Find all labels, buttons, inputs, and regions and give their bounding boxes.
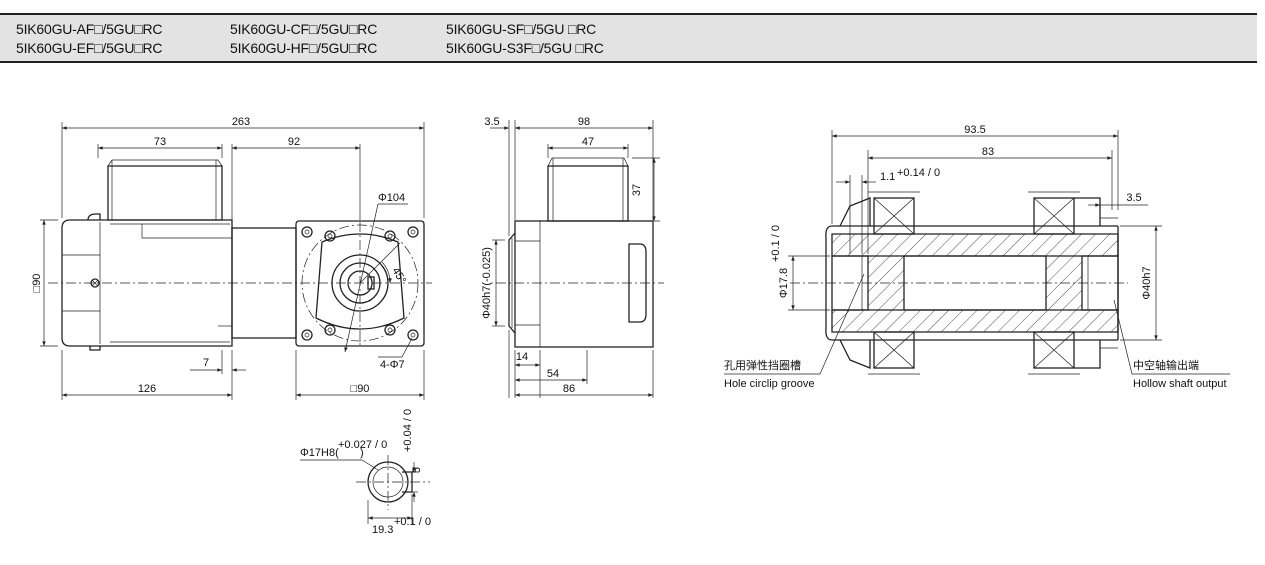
- label-mounting-holes: 4-Φ7: [380, 359, 405, 371]
- dim-shaft-inner: 83: [982, 146, 994, 158]
- ground-screw: [90, 278, 100, 288]
- dim-shaft-fit: Φ40h7(-0.025): [481, 247, 493, 319]
- dim-pilot: 14: [516, 351, 528, 363]
- circlip-label-cn: 孔用弹性挡圈槽: [724, 360, 801, 372]
- gearhead-flange: [295, 220, 425, 347]
- model-header: [0, 13, 1257, 63]
- bolt-holes: [301, 226, 419, 341]
- label-pcd: Φ104: [378, 192, 405, 204]
- keyway-depth: 19.3: [372, 524, 393, 536]
- dim-end-box: 47: [582, 136, 594, 148]
- dim-groove-tol: +0.14 / 0: [897, 167, 940, 179]
- motor-body: [61, 219, 233, 347]
- end-body: [514, 220, 654, 348]
- dim-outer: Φ40h7: [1141, 266, 1153, 299]
- model-name: 5IK60GU-AF□/5GU□RC: [16, 21, 163, 37]
- dim-end-overall: 98: [578, 116, 590, 128]
- dim-shaft-overall: 93.5: [964, 124, 985, 136]
- dim-end-gap: 3.5: [484, 116, 499, 128]
- model-name: 5IK60GU-EF□/5GU□RC: [16, 40, 163, 56]
- end-view: 3.5 98 47 37 Φ40h7(-0.025) 14 54 86: [481, 116, 664, 398]
- shaft-stub: [508, 232, 516, 334]
- dim-square: □90: [31, 274, 43, 293]
- shaft-detail: 93.5 83 1.1 +0.14 / 0 3.5 Φ17.8 +0.1 / 0…: [724, 124, 1230, 375]
- dim-end-mid: 54: [547, 368, 559, 380]
- dim-end-body: 86: [563, 383, 575, 395]
- keyway-width: 5: [411, 467, 423, 473]
- dim-end-box-height: 37: [631, 184, 643, 196]
- keyway-depth-tol: +0.1 / 0: [394, 516, 431, 528]
- side-view: 263 73 92 □90 126 7 □90 Φ104 45° 4-Φ7: [31, 116, 432, 400]
- dim-flange-gap: 7: [203, 357, 209, 369]
- hollow-shaft-label-cn: 中空轴输出端: [1133, 360, 1199, 372]
- dim-bore-tol: +0.1 / 0: [770, 225, 782, 262]
- gearhead-face: [315, 233, 405, 330]
- dim-terminal-box: 73: [154, 136, 166, 148]
- dim-groove-width: 1.1: [880, 171, 895, 183]
- dim-bore: Φ17.8: [778, 268, 790, 298]
- terminal-box: [107, 165, 223, 221]
- keyway-bore-tol: +0.027 / 0: [338, 439, 387, 451]
- keyway-width-tol: +0.04 / 0: [402, 409, 414, 452]
- model-name: 5IK60GU-CF□/5GU□RC: [230, 21, 378, 37]
- model-name: 5IK60GU-SF□/5GU □RC: [446, 21, 597, 37]
- keyway-detail: Φ17H8( +0.027 / 0 ) 5 +0.04 / 0 19.3 +0.…: [300, 409, 431, 536]
- keyway-bore-end: ): [360, 447, 364, 459]
- model-name: 5IK60GU-S3F□/5GU □RC: [446, 40, 604, 56]
- bearings: [868, 191, 1080, 375]
- dim-shaft-end: 3.5: [1126, 192, 1141, 204]
- keyway-bore: [367, 461, 409, 503]
- dim-gearhead: 92: [288, 136, 300, 148]
- circlip-label-en: Hole circlip groove: [724, 378, 815, 390]
- keyway-bore-label: Φ17H8(: [300, 447, 339, 459]
- dim-flange-square: □90: [351, 383, 370, 395]
- dim-overall-length: 263: [232, 116, 250, 128]
- end-terminal-box: [547, 165, 629, 222]
- hollow-shaft-label-en: Hollow shaft output: [1133, 378, 1227, 390]
- dim-motor-length: 126: [138, 383, 156, 395]
- model-name: 5IK60GU-HF□/5GU□RC: [230, 40, 378, 56]
